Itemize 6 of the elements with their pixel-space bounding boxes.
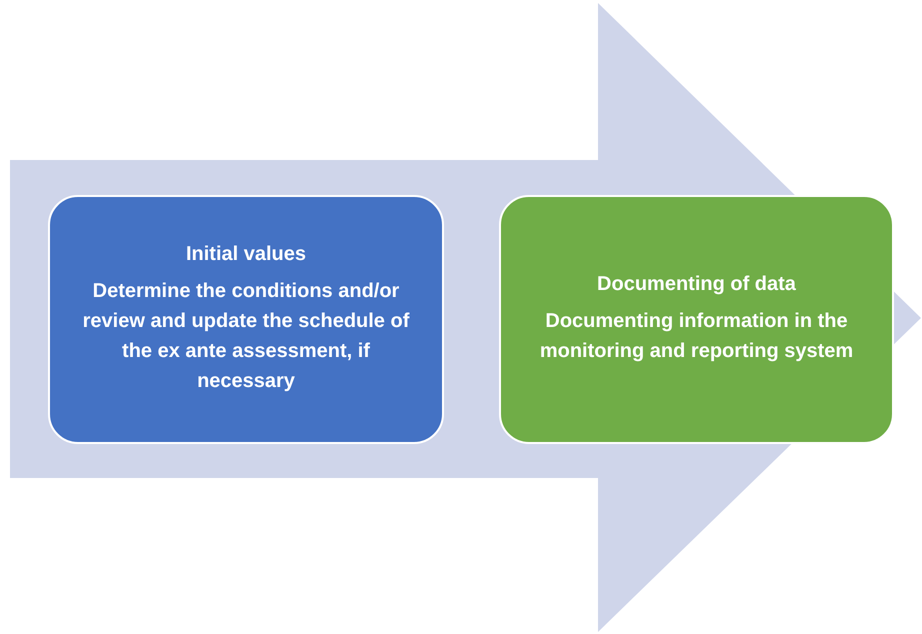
process-box <box>48 195 444 444</box>
box-heading: Initial values <box>186 243 306 266</box>
box-description: Determine the conditions and/or review and update the schedule of the ex ante assessment, if necessary <box>82 279 410 394</box>
process-box <box>499 195 894 444</box>
box-heading: Documenting of data <box>597 273 796 296</box>
box-description: Documenting information in the monitoring and reporting system <box>538 309 854 364</box>
